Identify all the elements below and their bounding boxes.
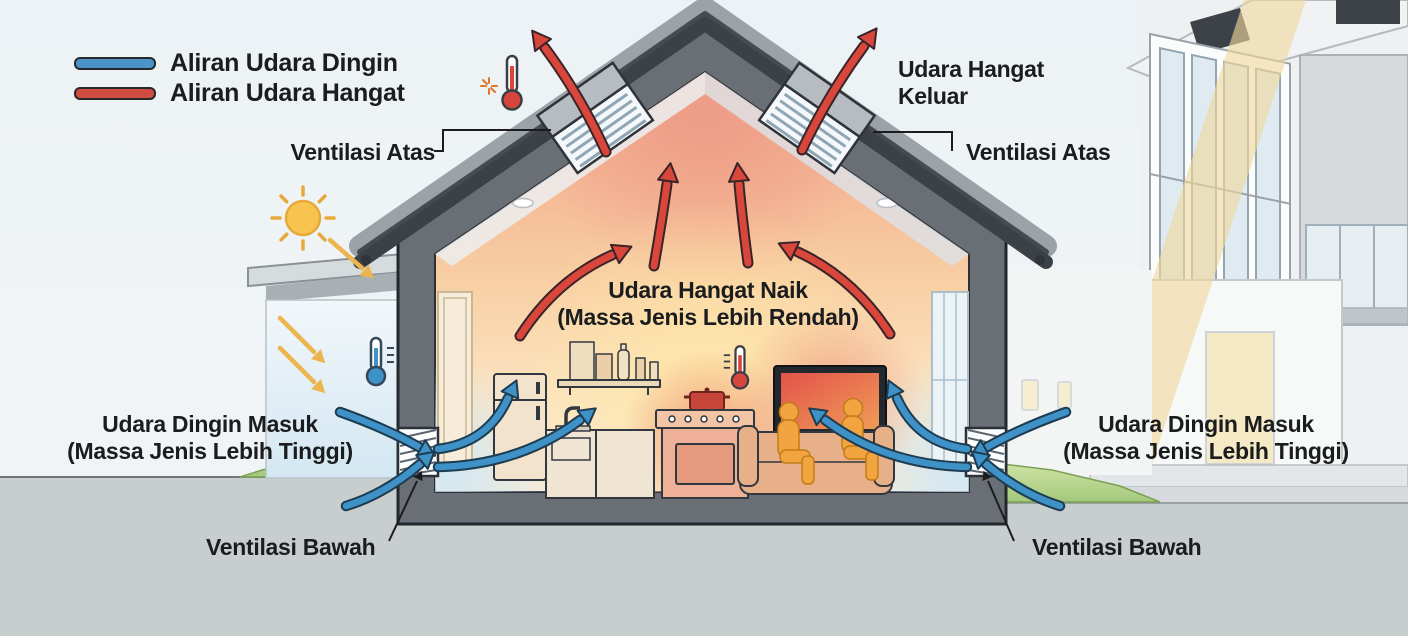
sun-icon (270, 185, 336, 251)
label-udara-hangat-naik-line2: (Massa Jenis Lebih Rendah) (557, 304, 859, 330)
label-udara-hangat-keluar-line1: Udara Hangat (898, 56, 1044, 82)
warm-doorway (1205, 331, 1275, 465)
legend-label-cold: Aliran Udara Dingin (170, 48, 398, 77)
legend-label-warm: Aliran Udara Hangat (170, 78, 405, 107)
legend-item-warm: Aliran Udara Hangat (74, 78, 405, 108)
warm-flow-swatch (74, 86, 156, 100)
faucet (564, 406, 580, 430)
neighbor-house (1089, 0, 1408, 505)
label-udara-dingin-masuk-left-line2: (Massa Jenis Lebih Tinggi) (67, 438, 353, 464)
ceiling-light (512, 197, 534, 209)
ground (0, 476, 1408, 636)
cold-flow-swatch (74, 56, 156, 70)
dark-window (1336, 0, 1400, 24)
thermometer-warm-icon (723, 345, 750, 390)
person-right (841, 397, 879, 481)
interior-door-frame (437, 291, 473, 469)
step (1090, 487, 1408, 505)
sofa (737, 425, 895, 495)
label-udara-dingin-masuk-left: Udara Dingin Masuk (Massa Jenis Lebih Ti… (67, 411, 353, 465)
background-wall (1002, 270, 1152, 475)
label-udara-hangat-keluar: Udara Hangat Keluar (898, 56, 1044, 110)
label-udara-hangat-keluar-line2: Keluar (898, 83, 968, 109)
sunlight-arrows (277, 237, 374, 394)
heat-sparkle-icon (480, 77, 498, 95)
label-udara-dingin-masuk-right: Udara Dingin Masuk (Massa Jenis Lebih Ti… (1063, 411, 1349, 465)
thermometer-cold-icon (365, 336, 394, 387)
label-ventilasi-bawah-left: Ventilasi Bawah (206, 534, 376, 560)
label-ventilasi-bawah-right: Ventilasi Bawah (1032, 534, 1202, 560)
gutter-end (361, 255, 371, 265)
legend-item-cold: Aliran Udara Dingin (74, 48, 405, 78)
wall-shelf (557, 341, 661, 395)
stove (655, 387, 755, 499)
thermometer-hot-icon (501, 54, 523, 111)
label-pointers (388, 129, 1015, 542)
label-udara-dingin-masuk-left-line1: Udara Dingin Masuk (102, 411, 318, 437)
label-ventilasi-atas-right: Ventilasi Atas (966, 139, 1111, 165)
warm-air-arrows (514, 27, 896, 342)
label-udara-dingin-masuk-right-line2: (Massa Jenis Lebih Tinggi) (1063, 438, 1349, 464)
label-ventilasi-atas-left: Ventilasi Atas (290, 139, 435, 165)
legend: Aliran Udara Dingin Aliran Udara Hangat (74, 48, 405, 108)
label-udara-dingin-masuk-right-line1: Udara Dingin Masuk (1098, 411, 1314, 437)
pot (689, 391, 725, 411)
gutter-end (1035, 255, 1045, 265)
cold-air-arrows (334, 379, 1072, 512)
roof (349, 0, 1057, 269)
label-udara-hangat-naik: Udara Hangat Naik (Massa Jenis Lebih Ren… (557, 277, 859, 331)
label-udara-hangat-naik-line1: Udara Hangat Naik (608, 277, 808, 303)
fridge (493, 373, 547, 481)
person-left (777, 401, 815, 485)
